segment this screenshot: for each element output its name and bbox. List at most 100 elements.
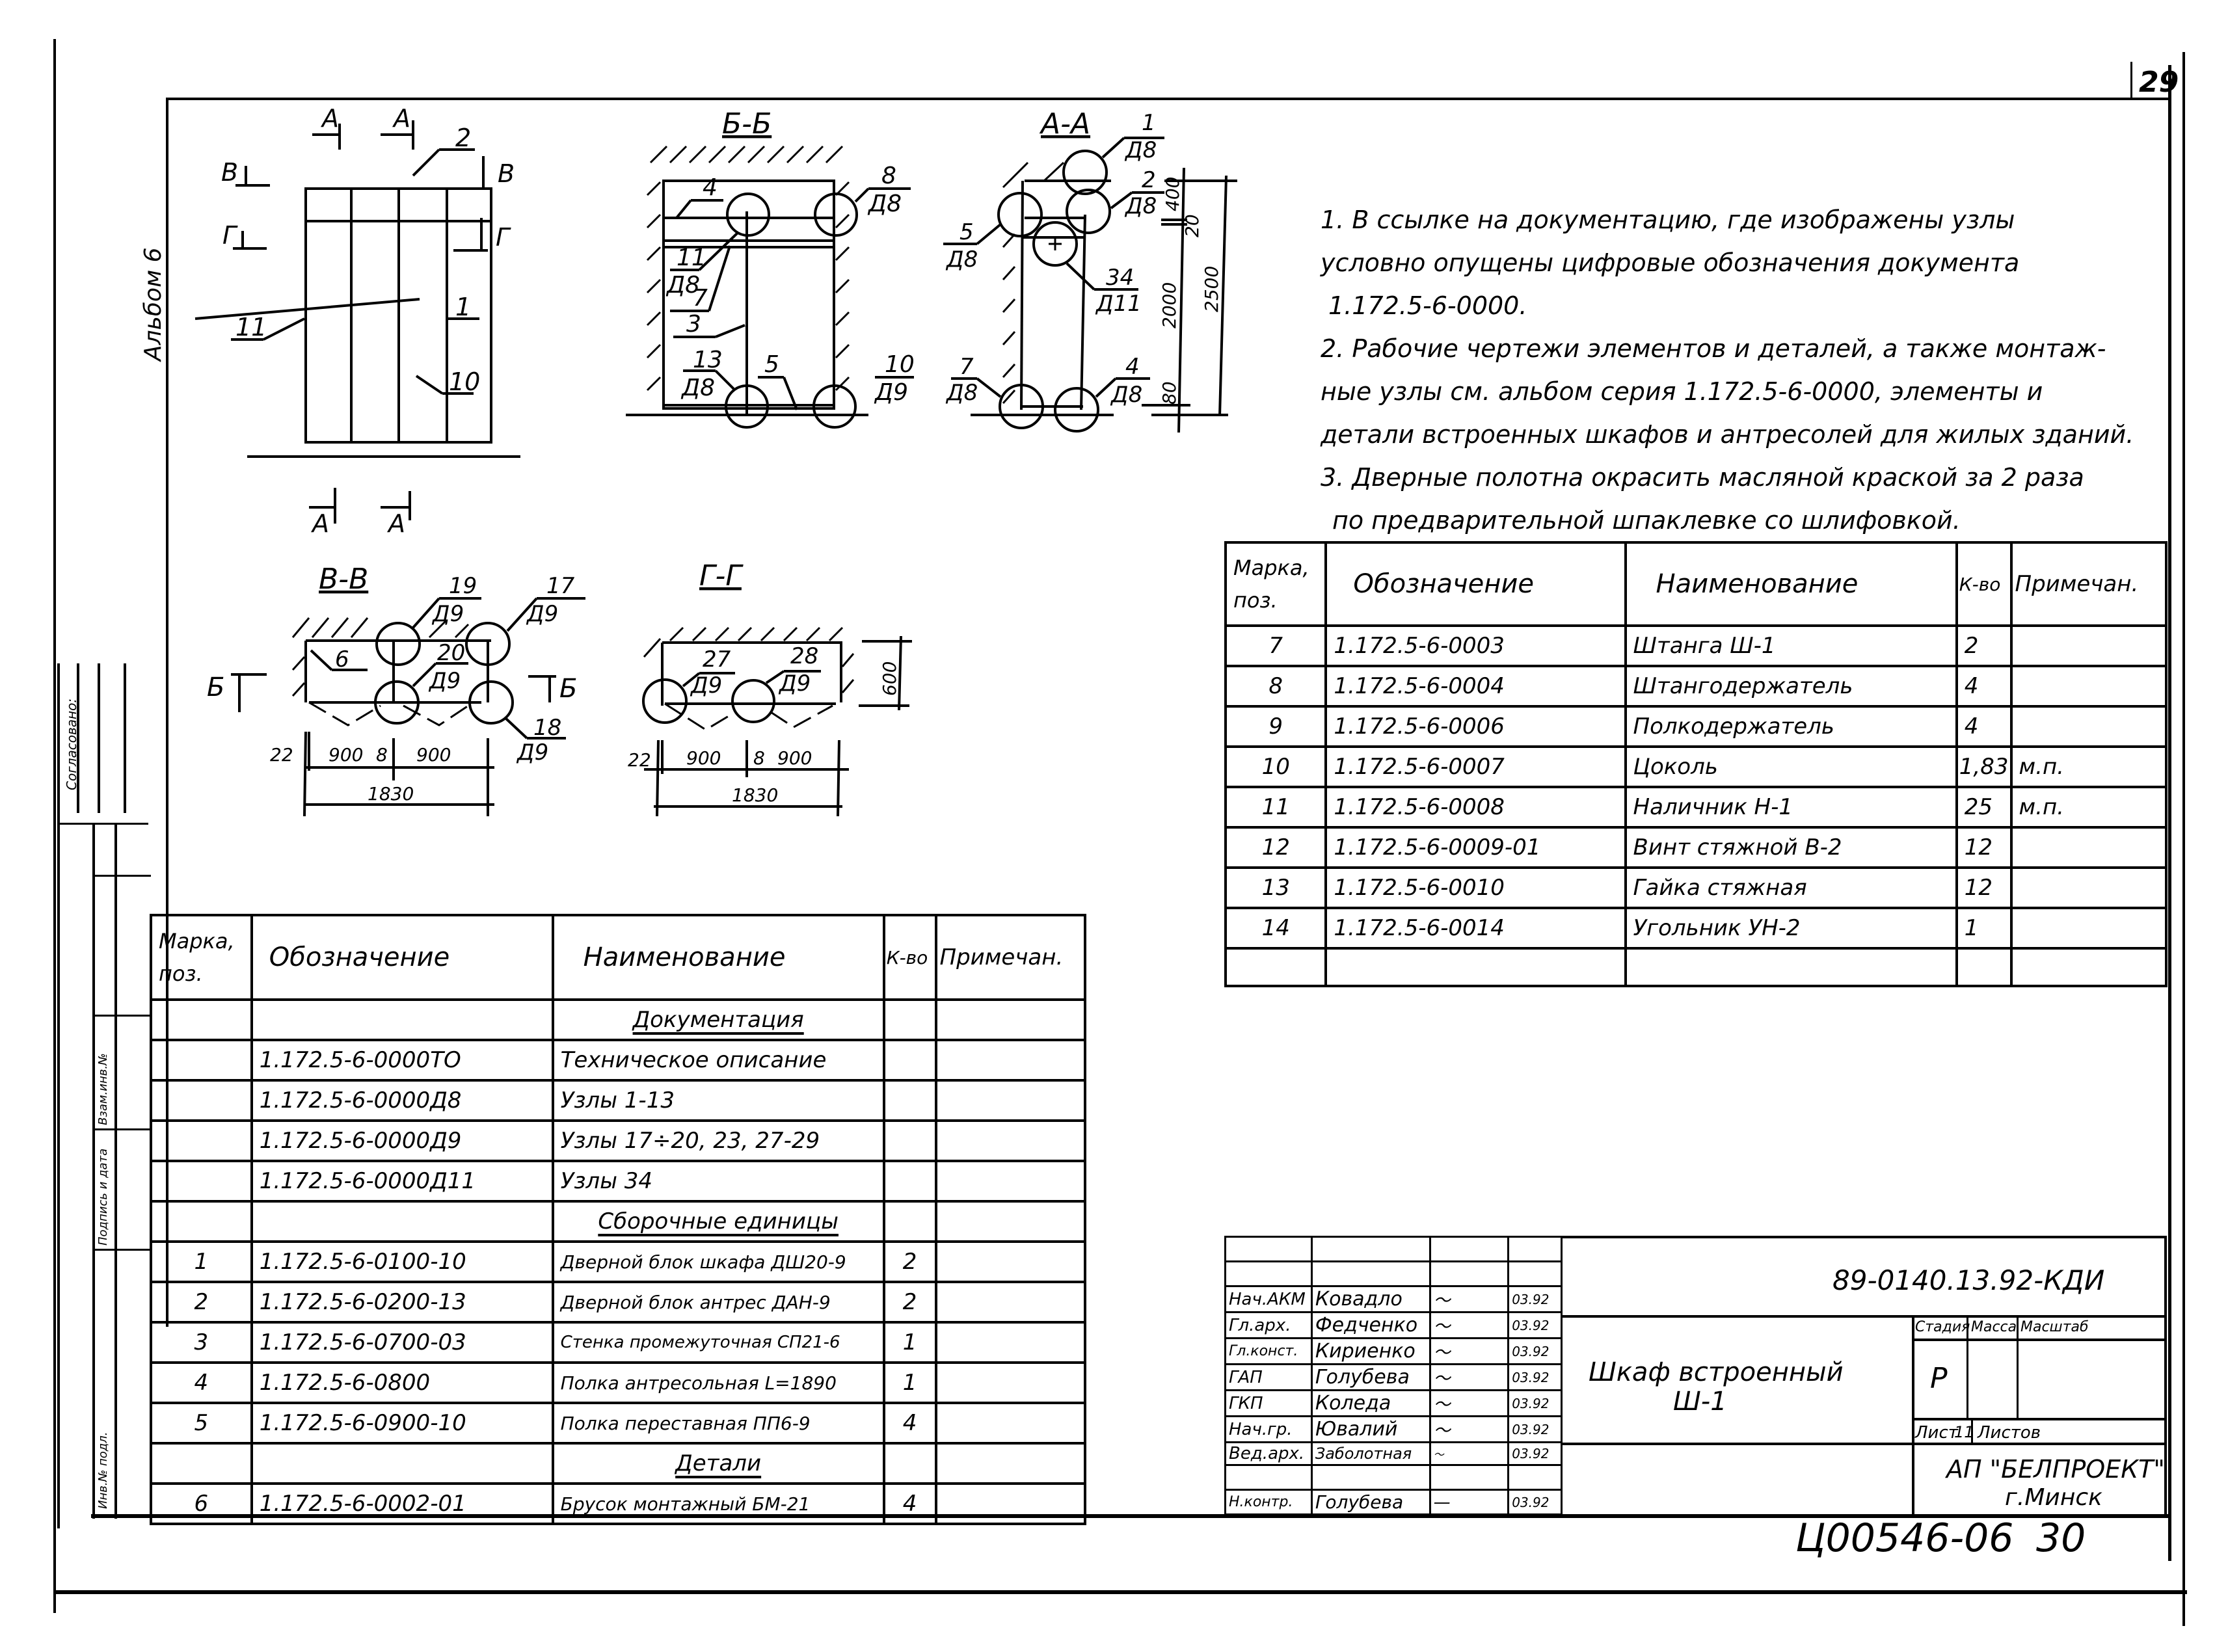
section-heading-assembly-units: Сборочные единицы (598, 1208, 839, 1234)
svg-text:10: 10 (885, 351, 915, 378)
signature-row: Гл.конст.Кириенко〜03.92 (1224, 1337, 1563, 1365)
sheet-label: Лист (1915, 1423, 1958, 1443)
col-header-note: Примечан. (934, 914, 1087, 1001)
col-header-code: Обозначение (1324, 541, 1627, 627)
signature-row: Гл.арх.Федченко〜03.92 (1224, 1311, 1563, 1339)
organization-city: г.Минск (2005, 1484, 2102, 1511)
signature-row: Вед.арх.Заболотная〜03.92 (1224, 1441, 1563, 1466)
svg-text:28: 28 (790, 643, 818, 669)
outer-frame-right (2182, 52, 2185, 1626)
svg-text:17: 17 (546, 573, 575, 599)
outer-frame-bottom (53, 1590, 2187, 1594)
col-header-pos: Марка, поз. (1224, 541, 1328, 627)
svg-text:4: 4 (703, 174, 718, 201)
archive-page: 30 (2036, 1515, 2086, 1561)
svg-text:11: 11 (677, 245, 706, 271)
svg-text:27: 27 (703, 646, 731, 673)
svg-text:Д8: Д8 (945, 246, 978, 273)
document-code: 89-0140.13.92-КДИ (1832, 1264, 2105, 1296)
svg-text:Д9: Д9 (428, 668, 461, 694)
organization-name: АП "БЕЛПРОЕКТ" (1946, 1455, 2165, 1484)
section-bb-drawing: Б-Б 4 8 Д8 11 Д8 7 3 13 Д8 5 10 Д9 (626, 107, 915, 429)
svg-text:2: 2 (1142, 167, 1156, 193)
stamp-signature-date: Подпись и дата (96, 1148, 110, 1246)
section-gg-drawing: Г-Г 27 Д9 28 Д9 22 900 8 900 1830 600 (628, 559, 912, 817)
svg-text:400: 400 (1162, 177, 1183, 211)
signature-row: Н.контр.Голубева—03.92 (1224, 1489, 1563, 1515)
outer-frame-left (53, 39, 56, 1613)
svg-text:3: 3 (686, 311, 701, 338)
sheets-label: Листов (1978, 1423, 2041, 1443)
signature-mark: 〜 (1429, 1415, 1510, 1443)
stage-value: Р (1930, 1362, 1948, 1395)
col-header-pos: Марка, поз. (150, 914, 253, 1001)
signature-mark: 〜 (1429, 1441, 1510, 1466)
svg-text:4: 4 (1125, 354, 1140, 380)
svg-text:13: 13 (693, 347, 723, 373)
spec-table-main: Марка, поз. Обозначение Наименование К-в… (150, 914, 1087, 1525)
drawing-title-line2: Ш-1 (1673, 1387, 1727, 1417)
section-row: Детали (150, 1442, 1087, 1485)
col-header-code: Обозначение (250, 914, 554, 1001)
section-aa-drawing: А-А 1 Д8 2 Д8 5 Д8 34 Д11 7 Д8 4 Д8 400 … (943, 107, 1237, 433)
svg-text:Д9: Д9 (431, 601, 464, 627)
svg-text:Д11: Д11 (1095, 291, 1142, 317)
svg-text:Д8: Д8 (680, 375, 715, 401)
svg-text:Д8: Д8 (1124, 137, 1157, 163)
svg-text:Г: Г (496, 223, 511, 252)
svg-text:34: 34 (1106, 265, 1134, 291)
svg-text:900: 900 (686, 747, 721, 769)
signature-mark: 〜 (1429, 1389, 1510, 1417)
svg-text:А: А (392, 104, 410, 133)
svg-text:900: 900 (329, 744, 363, 766)
svg-text:2500: 2500 (1201, 266, 1222, 312)
note-line: по предварительной шпаклевке со шлифовко… (1332, 506, 1961, 535)
svg-text:10: 10 (449, 367, 480, 396)
svg-text:Д8: Д8 (665, 272, 700, 299)
signature-row (1224, 1464, 1563, 1491)
svg-text:Д8: Д8 (1124, 193, 1157, 219)
svg-text:18: 18 (533, 715, 561, 741)
album-label: Альбом 6 (140, 247, 167, 361)
svg-text:8: 8 (376, 744, 388, 766)
svg-text:5: 5 (764, 351, 779, 378)
svg-text:1830: 1830 (368, 783, 414, 805)
svg-text:А: А (386, 509, 405, 538)
svg-text:Д8: Д8 (1110, 382, 1142, 408)
svg-text:Б: Б (559, 674, 577, 704)
signature-row: Нач.гр.Ювалий〜03.92 (1224, 1415, 1563, 1443)
stage-label: Стадия (1915, 1319, 1970, 1335)
archive-code: Ц00546-06 (1795, 1515, 2014, 1561)
section-heading-documentation: Документация (632, 1007, 804, 1033)
svg-text:11: 11 (235, 313, 267, 341)
section-row: Документация (150, 998, 1087, 1041)
section-bb-title: Б-Б (722, 107, 772, 140)
svg-text:В: В (498, 159, 515, 188)
signature-mark: 〜 (1429, 1363, 1510, 1391)
svg-text:Д8: Д8 (945, 380, 978, 406)
note-line: ные узлы см. альбом серия 1.172.5-6-0000… (1321, 377, 2043, 406)
note-line: 1.172.5-6-0000. (1328, 291, 1527, 320)
svg-text:1830: 1830 (732, 784, 778, 806)
scale-label: Масштаб (2020, 1319, 2089, 1335)
col-header-note: Примечан. (2009, 541, 2168, 627)
section-vv-title: В-В (319, 563, 368, 596)
svg-text:Д9: Д9 (516, 739, 548, 766)
mass-label: Масса (1971, 1319, 2017, 1335)
note-line: 3. Дверные полотна окрасить масляной кра… (1321, 463, 2084, 492)
svg-text:900: 900 (416, 744, 451, 766)
svg-text:Д9: Д9 (778, 671, 811, 697)
